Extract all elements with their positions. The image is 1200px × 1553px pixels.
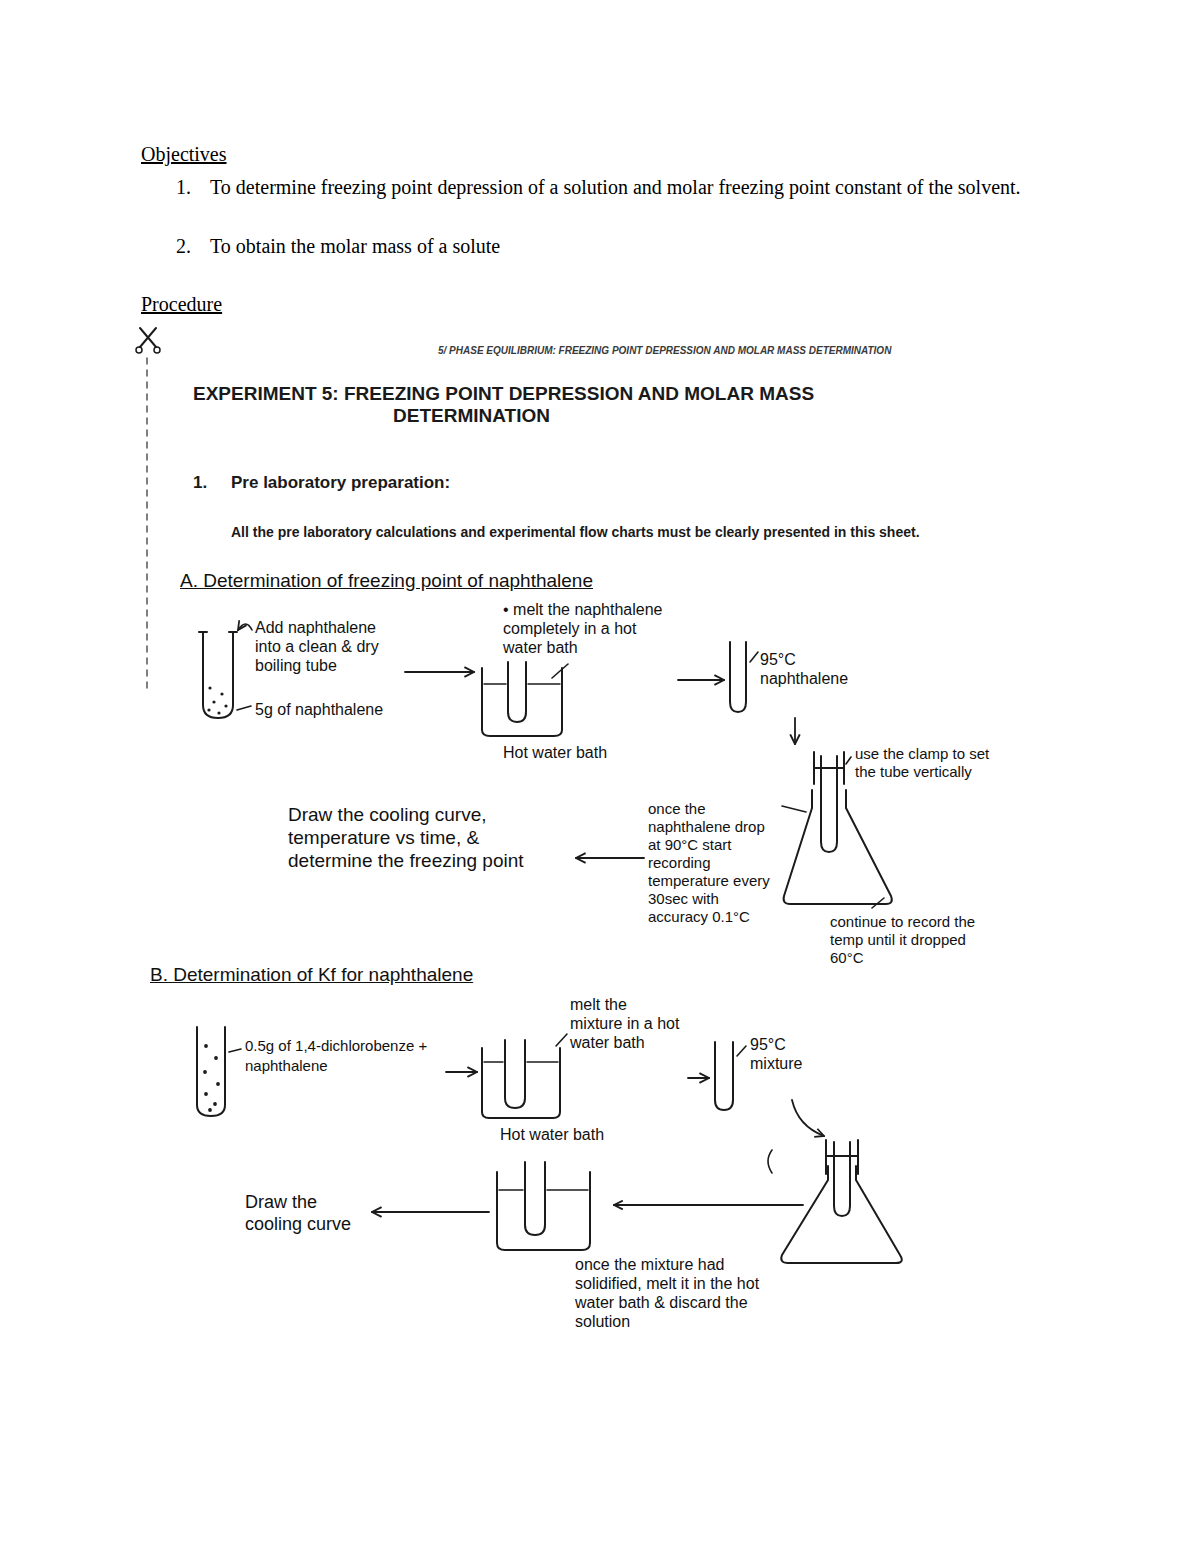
step-text: 5g of naphthalene (255, 700, 400, 719)
boiling-tube (203, 632, 233, 718)
leader-arrow (238, 624, 252, 630)
handwritten-heading: A. Determination of freezing point of na… (180, 569, 593, 593)
step-text: Hot water bath (500, 1125, 650, 1144)
step-group: Draw the cooling curve (240, 1185, 371, 1245)
page-title: EXPERIMENT 5: FREEZING POINT DEPRESSION … (193, 383, 913, 427)
leader-line (237, 706, 251, 710)
boiling-tube (197, 1027, 225, 1116)
step-text: once the naphthalene drop at 90°C start … (648, 800, 778, 926)
step-group: melt the mixture in a hot water bathHot … (478, 995, 687, 1150)
subheading: Pre laboratory preparation: (231, 473, 450, 493)
list-number: 1. (176, 172, 191, 203)
flow-arrow (614, 1204, 803, 1206)
scissors-symbol (136, 347, 142, 353)
step-group: 0.5g of 1,4-dichlorobenze + naphthalene (190, 1020, 445, 1125)
running-header: 5/ PHASE EQUILIBRIUM: FREEZING POINT DEP… (438, 344, 891, 357)
tube-rim (199, 631, 237, 633)
water-level (484, 1061, 558, 1062)
boiling-tube (508, 662, 526, 722)
solid-particle (204, 1044, 208, 1048)
leader-line (737, 1046, 746, 1056)
solid-particle (208, 1108, 212, 1112)
flow-arrow (446, 1071, 477, 1073)
flow-arrow (688, 1077, 709, 1079)
step-group: Add naphthalene into a clean & dry boili… (195, 612, 404, 730)
boiling-tube (834, 1142, 850, 1216)
conical-flask (781, 1166, 902, 1263)
cut-line (146, 358, 148, 690)
solid-particle (213, 1102, 217, 1106)
boiling-tube (505, 1040, 525, 1108)
leader-line (846, 757, 851, 764)
step-group: 95°C naphthalene (725, 635, 865, 717)
step-text: Hot water bath (503, 743, 653, 762)
step-text: once the mixture had solidified, melt it… (575, 1255, 763, 1331)
solid-particle (212, 700, 215, 703)
pen-mark (768, 1150, 772, 1173)
solid-particle (207, 708, 210, 711)
step-text: use the clamp to set the tube vertically (855, 745, 995, 781)
leader-line (750, 652, 758, 662)
clamp (826, 1140, 858, 1174)
boiling-tube (525, 1162, 545, 1235)
step-text: Draw the cooling curve, temperature vs t… (288, 803, 568, 872)
conical-flask (784, 790, 892, 904)
step-text: melt the mixture in a hot water bath (570, 995, 683, 1052)
objective-text: To obtain the molar mass of a solute (210, 234, 500, 258)
flow-arrow (372, 1211, 489, 1213)
water-level (484, 683, 560, 684)
section-heading: Procedure (141, 292, 222, 316)
step-text: 0.5g of 1,4-dichlorobenze + naphthalene (245, 1036, 440, 1076)
solid-particle (217, 711, 220, 714)
step-group: 95°C mixture (710, 1030, 830, 1115)
solid-particle (208, 686, 211, 689)
leader-line (556, 1034, 567, 1046)
solid-particle (216, 1082, 220, 1086)
leader-line (872, 898, 884, 908)
leader-line (552, 664, 568, 678)
instruction-text: All the pre laboratory calculations and … (231, 521, 951, 543)
list-number: 1. (193, 473, 207, 493)
water-level (499, 1189, 588, 1190)
water-bath-beaker (497, 1172, 590, 1250)
flow-arrow (792, 1100, 824, 1136)
step-text: • melt the naphthalene completely in a h… (503, 600, 673, 657)
boiling-tube (715, 1042, 733, 1110)
step-group: Draw the cooling curve, temperature vs t… (280, 795, 575, 890)
scissors-symbol (154, 347, 160, 353)
leader-line (782, 806, 806, 812)
handwritten-heading: B. Determination of Kf for naphthalene (150, 963, 473, 987)
list-number: 2. (176, 234, 191, 258)
flow-arrow (678, 679, 724, 681)
flow-arrow (794, 718, 796, 744)
boiling-tube (730, 642, 746, 712)
scissors-symbol (140, 328, 156, 347)
step-group: once the mixture had solidified, melt it… (490, 1160, 767, 1350)
step-text: 95°C naphthalene (760, 650, 860, 688)
solid-particle (203, 1070, 207, 1074)
step-text: continue to record the temp until it dro… (830, 913, 996, 967)
solid-particle (204, 1092, 208, 1096)
step-text: Draw the cooling curve (245, 1191, 367, 1235)
boiling-tube (821, 756, 837, 852)
clamp (814, 752, 844, 784)
objective-text: To determine freezing point depression o… (210, 172, 1070, 203)
section-heading: Objectives (141, 142, 227, 166)
solid-particle (224, 704, 227, 707)
flow-arrow (405, 671, 474, 673)
step-group: • melt the naphthalene completely in a h… (475, 598, 677, 768)
step-text: 95°C mixture (750, 1035, 825, 1073)
solid-particle (214, 1056, 218, 1060)
leader-line (229, 1049, 241, 1052)
solid-particle (220, 692, 223, 695)
flow-arrow (576, 857, 644, 859)
water-bath-beaker (482, 668, 562, 736)
step-group: use the clamp to set the tube vertically… (645, 745, 1000, 973)
step-text: Add naphthalene into a clean & dry boili… (255, 618, 400, 675)
